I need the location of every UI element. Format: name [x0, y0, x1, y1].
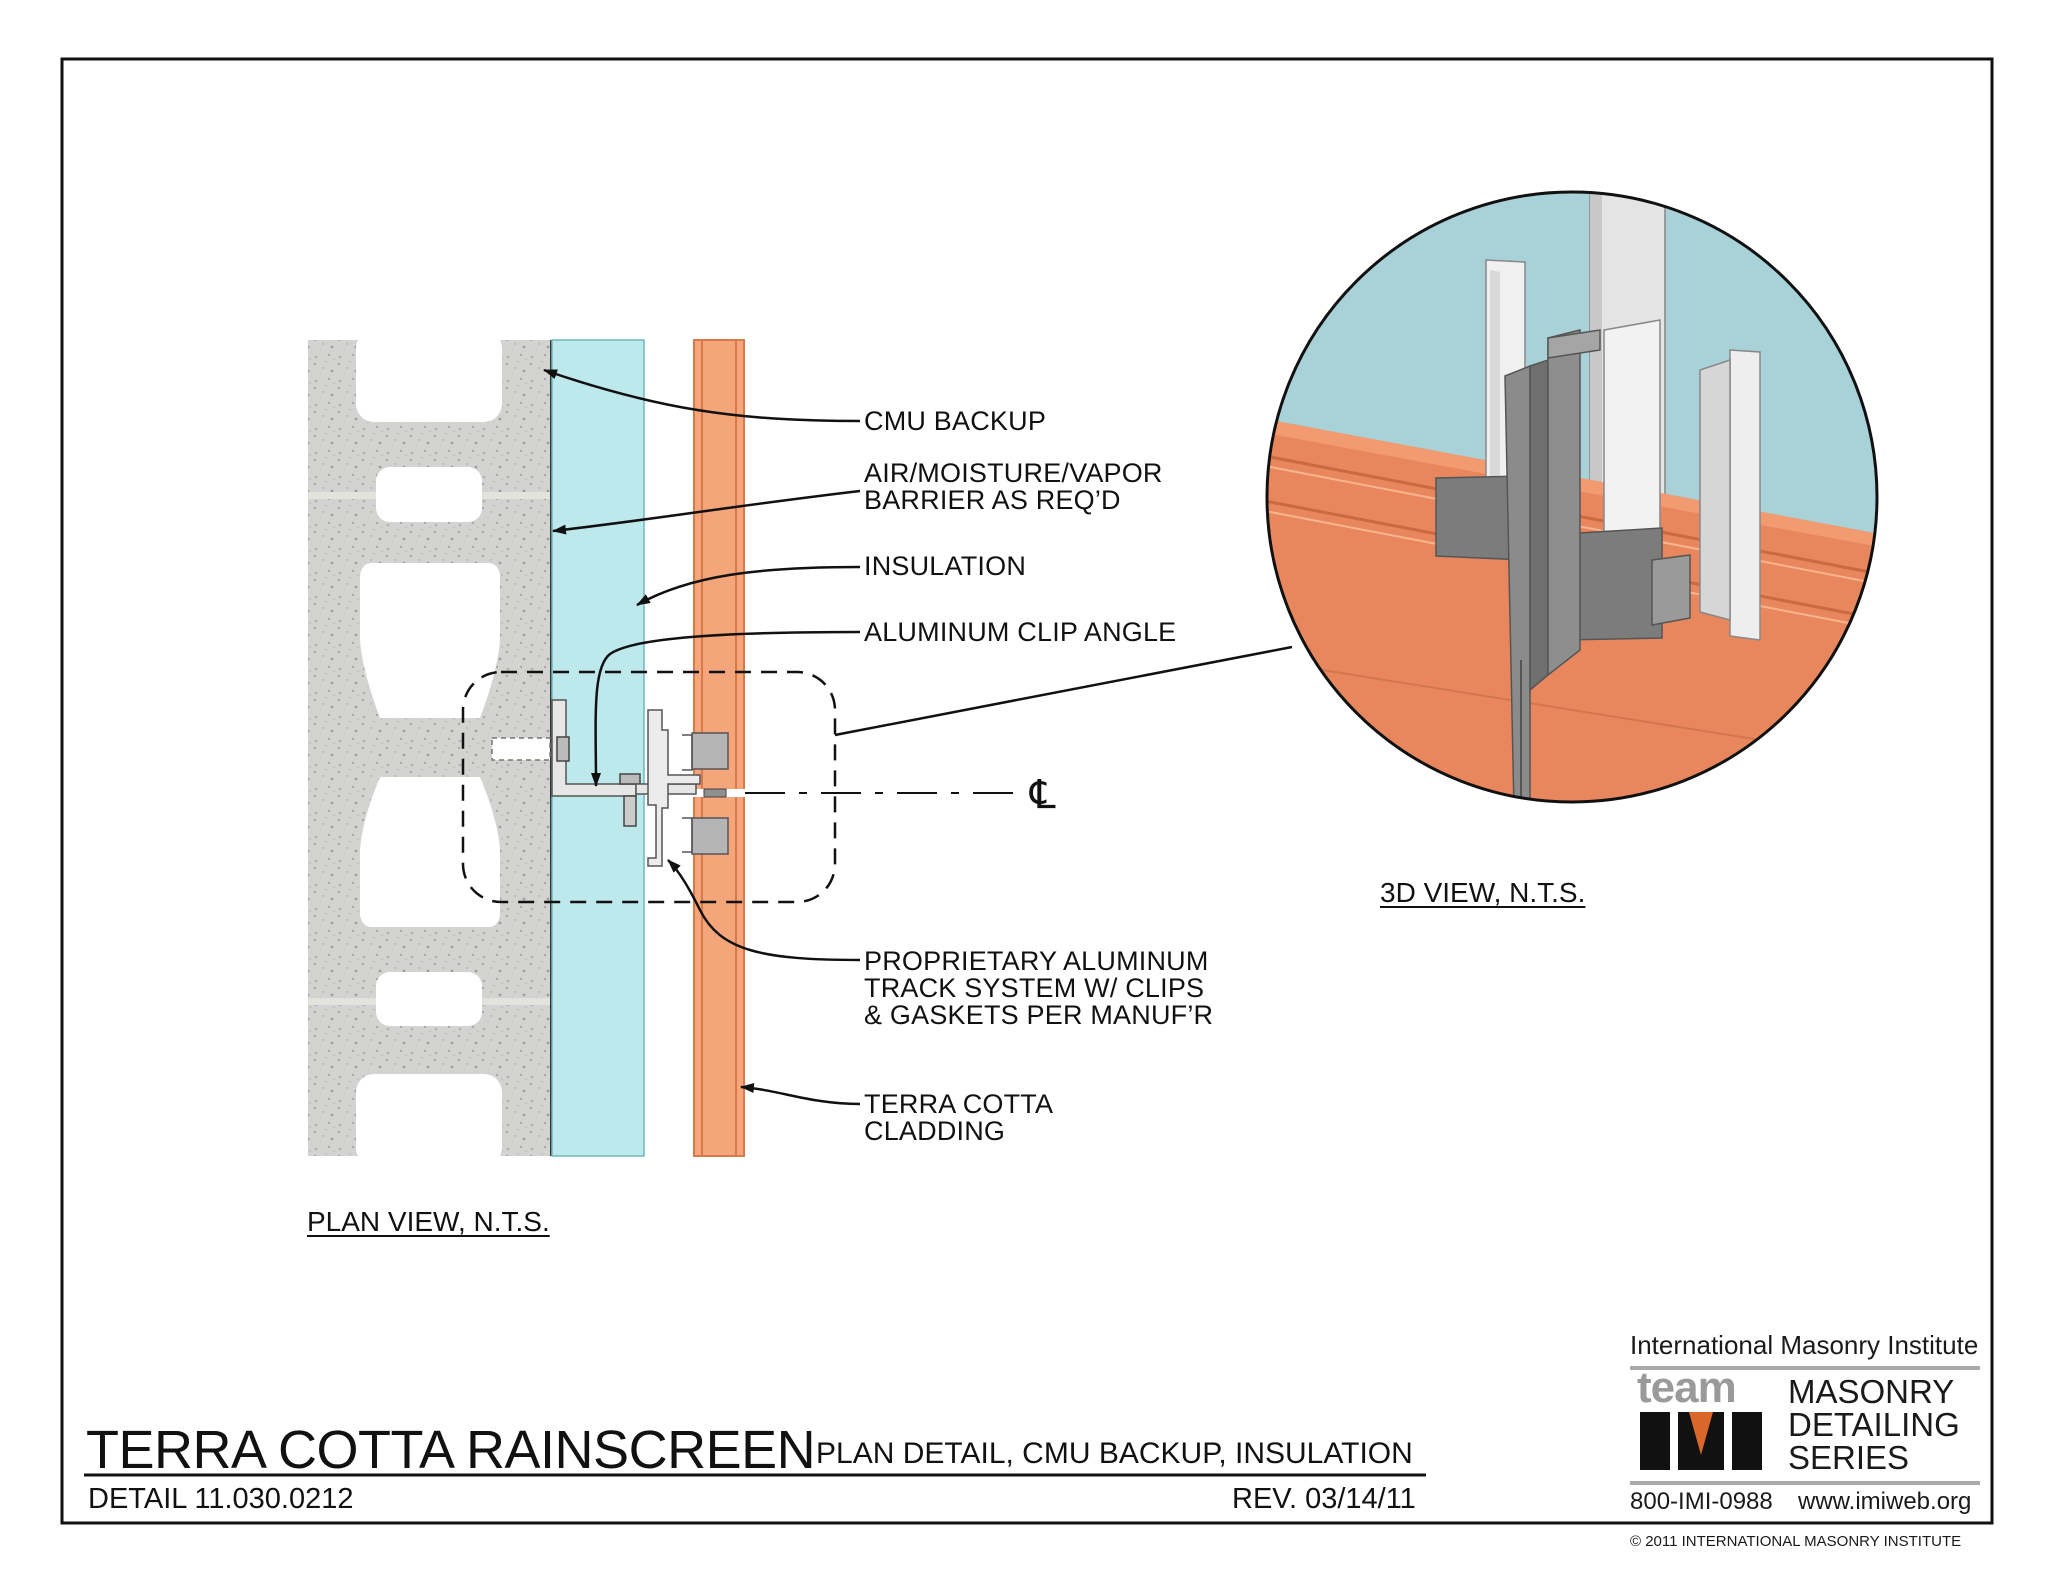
label-barrier-line1: AIR/MOISTURE/VAPOR: [864, 458, 1163, 488]
three-d-view: [1267, 192, 1877, 802]
imi-series-name: MASONRY DETAILING SERIES: [1788, 1375, 2008, 1474]
clip-angle-assembly: [491, 699, 729, 867]
centerline-symbol: ℄: [1030, 773, 1056, 817]
label-clip-angle: ALUMINUM CLIP ANGLE: [864, 617, 1177, 647]
leader-clip-angle: [590, 630, 861, 787]
drawing-title: TERRA COTTA RAINSCREEN: [86, 1420, 816, 1480]
label-cladding-line1: TERRA COTTA: [864, 1089, 1054, 1119]
label-insulation: INSULATION: [864, 551, 1027, 581]
leader-track: [667, 859, 861, 962]
plan-view-title: PLAN VIEW, N.T.S.: [307, 1206, 550, 1237]
detail-number: DETAIL 11.030.0212: [88, 1483, 354, 1515]
label-track-line3: & GASKETS PER MANUF’R: [864, 1000, 1214, 1030]
imi-team-wordmark: team: [1637, 1363, 1737, 1412]
revision-date: REV. 03/14/11: [1232, 1483, 1416, 1515]
three-d-view-title: 3D VIEW, N.T.S.: [1380, 877, 1586, 908]
imi-series-line2: DETAILING: [1788, 1406, 1960, 1443]
leader-barrier: [552, 489, 861, 535]
cmu-block: [300, 322, 560, 1176]
label-cmu-backup: CMU BACKUP: [864, 406, 1047, 436]
detail-callout-box: [461, 670, 837, 904]
imi-series-line3: SERIES: [1788, 1439, 1910, 1476]
label-track-line1: PROPRIETARY ALUMINUM: [864, 946, 1209, 976]
label-cladding-line2: CLADDING: [864, 1116, 1006, 1146]
drawing-subtitle: PLAN DETAIL, CMU BACKUP, INSULATION: [816, 1437, 1413, 1470]
label-track-line2: TRACK SYSTEM W/ CLIPS: [864, 973, 1205, 1003]
three-d-view-frame: [1265, 190, 1879, 804]
leader-cmu: [543, 368, 861, 423]
leader-insulation: [636, 565, 861, 607]
sheet-border: [60, 57, 1994, 1525]
imi-org-name: International Masonry Institute: [1630, 1330, 1979, 1360]
copyright-notice: © 2011 INTERNATIONAL MASONRY INSTITUTE: [1630, 1533, 1962, 1550]
imi-phone: 800-IMI-0988: [1630, 1488, 1773, 1515]
plan-view: [300, 322, 1293, 1176]
imi-website: www.imiweb.org: [1798, 1488, 1972, 1515]
callout-leader: [834, 645, 1293, 737]
leader-cladding: [740, 1083, 861, 1106]
imi-series-line1: MASONRY: [1788, 1373, 1955, 1410]
label-barrier-line2: BARRIER AS REQ’D: [864, 485, 1121, 515]
imi-logo: [1630, 1366, 1980, 1485]
